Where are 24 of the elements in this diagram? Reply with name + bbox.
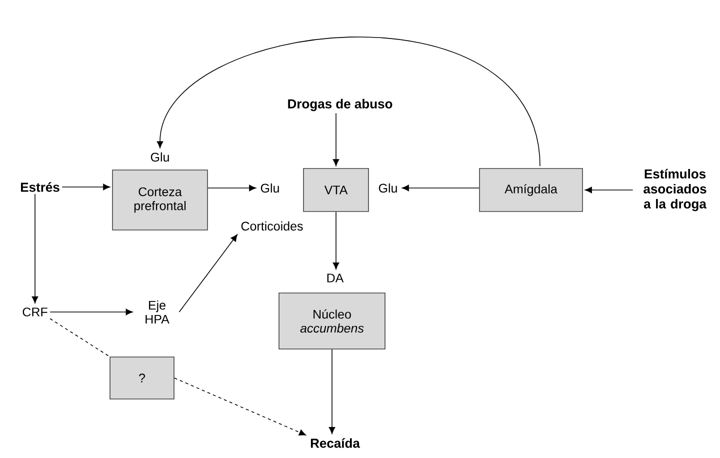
node-label: Recaída	[310, 438, 360, 448]
arrow	[402, 184, 480, 192]
node-label: Estímulos asociados a la droga	[644, 168, 706, 212]
arrow	[50, 308, 133, 316]
arrow	[32, 194, 38, 304]
node-label: Glu	[378, 183, 397, 193]
node-label: Eje HPA	[146, 300, 170, 324]
arrow	[178, 234, 238, 312]
arrow	[62, 184, 110, 190]
arrow	[328, 349, 336, 434]
arrow	[208, 184, 256, 192]
node-label: CRF	[22, 308, 48, 316]
process-box: VTA	[303, 168, 369, 212]
process-box: Corteza prefrontal	[112, 170, 208, 230]
arrow	[584, 186, 634, 194]
node-label: Glu	[260, 183, 279, 193]
node-label: DA	[327, 274, 344, 282]
process-box: ?	[110, 356, 174, 400]
node-label: Estrés	[21, 182, 60, 192]
process-box: Amígdala	[479, 168, 583, 212]
process-box: Núcleo accumbens	[278, 292, 386, 350]
arrow	[332, 212, 340, 270]
node-label: Corticoides	[241, 221, 303, 231]
arrow	[174, 378, 306, 436]
